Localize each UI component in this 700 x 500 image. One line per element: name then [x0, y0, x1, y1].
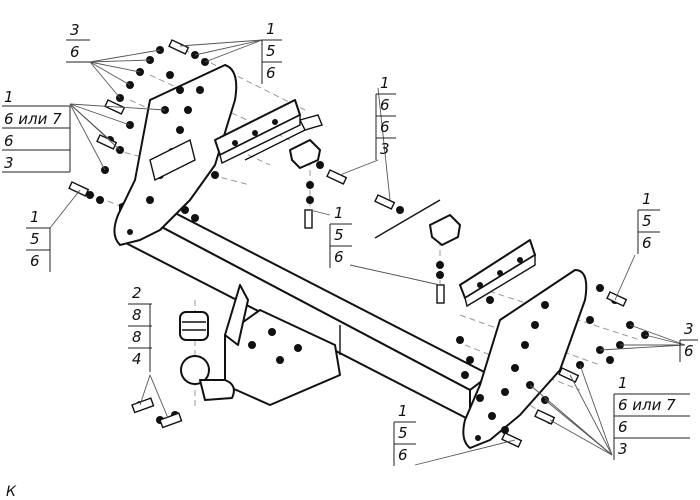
callout-label: 5 — [30, 230, 40, 248]
callout-label: 1 — [30, 208, 40, 226]
callout-label: 1 — [618, 374, 628, 392]
callout-label: 6 — [380, 118, 390, 136]
callout-right-mid: 3 6 — [679, 320, 698, 362]
callout-ball-group: 2 8 8 4 — [128, 284, 152, 372]
callout-center-top: 1 6 6 3 — [375, 74, 396, 160]
callout-label: 5 — [266, 42, 276, 60]
callout-label: 1 — [266, 20, 276, 38]
callout-top-left: 3 6 — [66, 21, 90, 63]
callout-label: 6 — [618, 418, 628, 436]
callout-label: 6 — [30, 252, 40, 270]
callout-label: 3 — [684, 320, 694, 338]
callout-label: 6 — [4, 132, 14, 150]
callout-right-top: 1 5 6 — [637, 190, 660, 254]
callout-label: 6 или 7 — [618, 396, 676, 414]
callout-label: 3 — [380, 140, 390, 158]
callout-center-mid: 1 5 6 — [329, 204, 352, 268]
right-bracket — [374, 199, 536, 308]
tow-ball-assembly — [179, 311, 235, 401]
callout-label: 1 — [4, 88, 14, 106]
callout-label: 1 — [642, 190, 652, 208]
footer-caption: К — [6, 484, 17, 500]
callout-label: 6 — [70, 43, 80, 61]
callout-label: 8 — [132, 306, 142, 324]
leader-lines — [49, 39, 686, 466]
callout-bottom-center: 1 5 6 — [393, 402, 416, 466]
callout-label: 3 — [70, 21, 80, 39]
callout-label: 1 — [380, 74, 390, 92]
callout-left-low: 1 5 6 — [26, 208, 51, 272]
callout-top-right: 1 5 6 — [261, 20, 282, 84]
callout-label: 6 — [642, 234, 652, 252]
callout-label: 6 — [398, 446, 408, 464]
callout-label: 8 — [132, 328, 142, 346]
callout-label: 3 — [618, 440, 628, 458]
callout-label: 3 — [4, 154, 14, 172]
callout-label: 6 — [684, 342, 694, 360]
callout-label: 5 — [642, 212, 652, 230]
callout-right-low: 1 6 или 7 6 3 — [613, 374, 690, 460]
left-mounting-plate — [113, 64, 238, 246]
left-bracket — [214, 99, 323, 169]
callout-left-mid: 1 6 или 7 6 3 — [2, 88, 71, 173]
callout-label: 5 — [398, 424, 408, 442]
callout-label: 1 — [398, 402, 408, 420]
callout-label: 6 — [380, 96, 390, 114]
callout-label: 2 — [132, 284, 142, 302]
callout-label: 6 — [266, 64, 276, 82]
callout-label: 6 — [334, 248, 344, 266]
callout-label: 4 — [132, 350, 142, 368]
callout-label: 6 или 7 — [4, 110, 62, 128]
callout-label: 1 — [334, 204, 344, 222]
callout-label: 5 — [334, 226, 344, 244]
